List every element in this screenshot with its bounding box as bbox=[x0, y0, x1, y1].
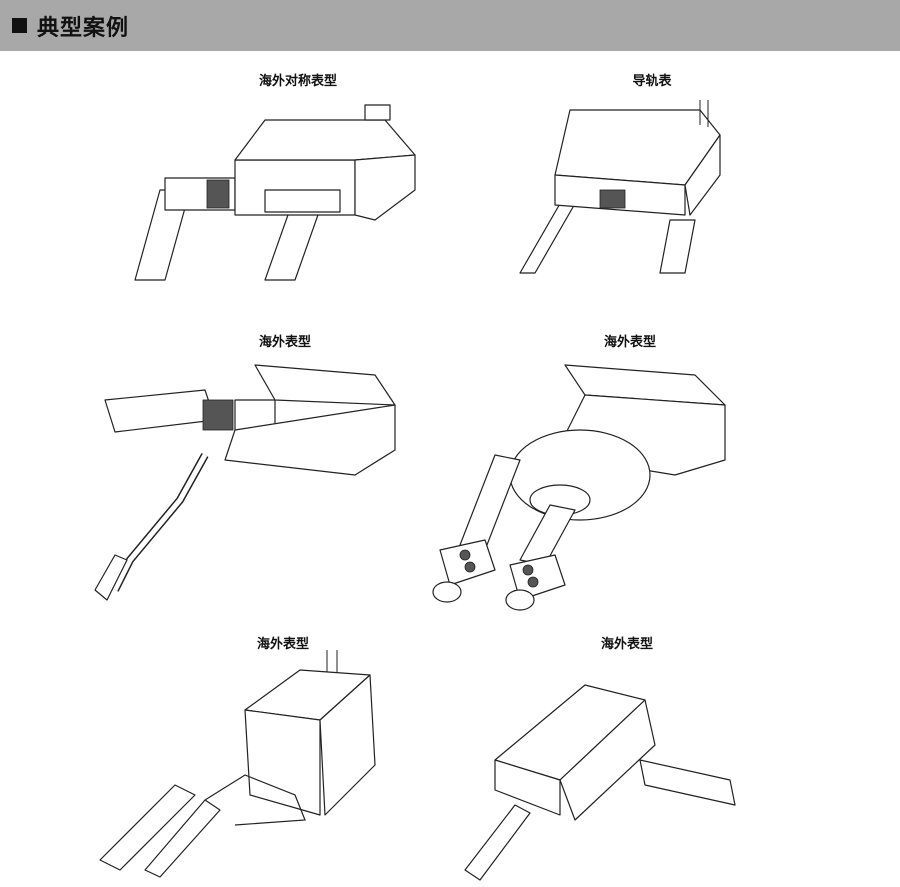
black-square-icon bbox=[12, 18, 27, 33]
relay-drawing-overseas-1 bbox=[94, 364, 396, 601]
case-caption: 海外表型 bbox=[603, 335, 657, 350]
case-caption: 海外表型 bbox=[600, 637, 654, 652]
case-caption: 海外对称表型 bbox=[258, 74, 338, 89]
case-caption: 导轨表 bbox=[632, 74, 672, 89]
section-title: 典型案例 bbox=[37, 15, 130, 41]
relay-drawing-symmetric bbox=[134, 104, 416, 281]
relay-drawing-overseas-2 bbox=[432, 364, 726, 611]
section-header: 典型案例 bbox=[0, 0, 900, 51]
relay-drawing-overseas-4 bbox=[464, 684, 736, 881]
case-caption: 海外表型 bbox=[256, 637, 310, 652]
relay-drawing-overseas-3 bbox=[99, 650, 376, 878]
relay-drawing-din-rail bbox=[519, 100, 721, 274]
case-caption: 海外表型 bbox=[258, 335, 312, 350]
